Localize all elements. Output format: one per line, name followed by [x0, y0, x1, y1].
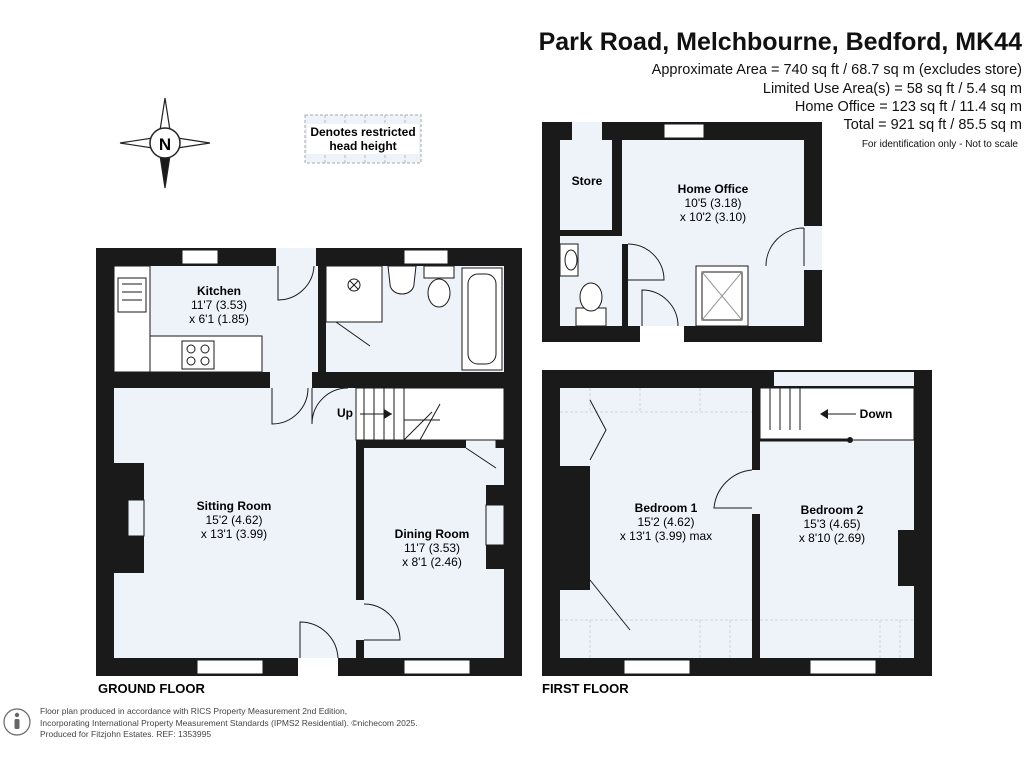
ground-stairs: [355, 387, 505, 441]
first-floor-label: FIRST FLOOR: [542, 681, 629, 696]
bedroom-1-dim-2: x 13'1 (3.99) max: [620, 529, 712, 543]
bedroom-1-dim-1: 15'2 (4.62): [638, 515, 695, 529]
shower-icon: [695, 265, 749, 327]
store-name: Store: [572, 174, 603, 188]
footer-line-3: Produced for Fitzjohn Estates.: [40, 729, 154, 739]
dining-room-dim-2: x 8'1 (2.46): [402, 555, 462, 569]
ground-floor-plan: Up Kitchen 11'7 (3.53) x 6'1 (1.85) Sitt…: [96, 248, 522, 676]
legend-line-2: head height: [329, 139, 396, 153]
kitchen-dim-1: 11'7 (3.53): [191, 298, 247, 312]
home-office-area-text: Home Office = 123 sq ft / 11.4 sq m: [794, 99, 1022, 115]
office-name: Home Office: [678, 182, 749, 196]
footer-brand: ©nichecom 2025.: [351, 717, 418, 728]
footer-line-2-row: Incorporating International Property Mea…: [40, 718, 418, 730]
sitting-room-dim-2: x 13'1 (3.99): [201, 527, 267, 541]
bath-icon: [461, 267, 503, 371]
office-toilet-icon: [575, 282, 607, 327]
extractor-icon: [347, 278, 361, 292]
disclaimer-text: For identification only - Not to scale: [861, 139, 1018, 150]
ground-floor-label: GROUND FLOOR: [98, 681, 205, 696]
footer-line-2: Incorporating International Property Mea…: [40, 717, 349, 728]
total-area-text: Total = 921 sq ft / 85.5 sq m: [843, 117, 1022, 133]
sitting-room-dim-1: 15'2 (4.62): [206, 513, 263, 527]
first-floor-stairs: [759, 387, 915, 443]
basin-icon: [387, 265, 417, 295]
first-floor-plan: Down Bedroom 1 15'2 (4.62) x 13'1 (3.99)…: [542, 370, 932, 676]
stairs-up-label: Up: [337, 406, 353, 420]
footer-line-1: Floor plan produced in accordance with R…: [40, 706, 348, 716]
hob-icon: [181, 340, 215, 370]
compass-north-label: N: [159, 135, 171, 154]
dining-room-dim-1: 11'7 (3.53): [404, 541, 460, 555]
person-logo-icon: [3, 708, 31, 736]
limited-use-area-text: Limited Use Area(s) = 58 sq ft / 5.4 sq …: [762, 81, 1022, 97]
kitchen-name: Kitchen: [197, 284, 241, 298]
home-office-plan: Store Home Office 10'5 (3.18) x 10'2 (3.…: [542, 122, 822, 342]
bedroom-2-name: Bedroom 2: [801, 503, 864, 517]
footer-ref: REF: 1353995: [156, 729, 212, 739]
stairs-down-label: Down: [860, 407, 893, 421]
office-dim-2: x 10'2 (3.10): [680, 210, 746, 224]
kitchen-dim-2: x 6'1 (1.85): [189, 312, 249, 326]
office-basin-icon: [559, 243, 579, 277]
footer-line-3-row: Produced for Fitzjohn Estates. REF: 1353…: [40, 729, 418, 741]
office-dim-1: 10'5 (3.18): [685, 196, 742, 210]
bedroom-2-dim-2: x 8'10 (2.69): [799, 531, 865, 545]
footer-text: Floor plan produced in accordance with R…: [40, 706, 418, 741]
bedroom-1-name: Bedroom 1: [635, 501, 698, 515]
legend-line-1: Denotes restricted: [310, 125, 415, 139]
property-address-title: Park Road, Melchbourne, Bedford, MK44: [538, 28, 1022, 56]
restricted-height-legend: Denotes restricted head height: [304, 114, 422, 164]
approximate-area-text: Approximate Area = 740 sq ft / 68.7 sq m…: [651, 62, 1022, 78]
sitting-room-name: Sitting Room: [197, 499, 272, 513]
toilet-icon: [423, 265, 455, 308]
dining-room-name: Dining Room: [395, 527, 470, 541]
bedroom-2-dim-1: 15'3 (4.65): [804, 517, 861, 531]
compass-icon: N: [119, 97, 211, 189]
